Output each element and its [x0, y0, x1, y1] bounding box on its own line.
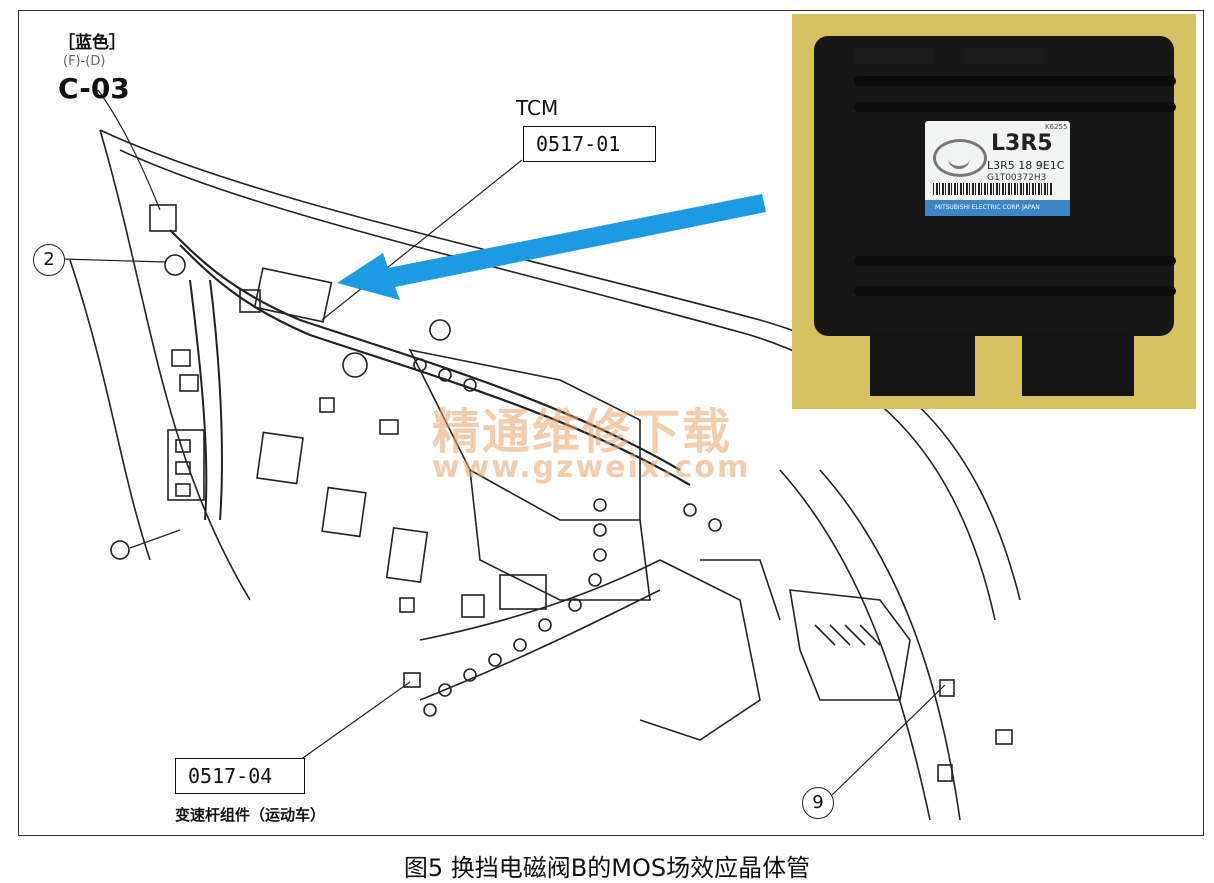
module-lip	[964, 48, 1044, 64]
module-rib	[854, 102, 1176, 112]
tcm-label-sticker: L3R5 K6255 L3R5 18 9E1C G1T00372H3 MITSU…	[925, 121, 1070, 216]
module-connector-left	[870, 334, 975, 396]
module-rib	[854, 256, 1176, 266]
figure-frame	[18, 10, 1204, 836]
connector-color-label: ［蓝色］	[58, 33, 126, 53]
module-connector-right	[1022, 334, 1134, 396]
tcm-photo: L3R5 K6255 L3R5 18 9E1C G1T00372H3 MITSU…	[792, 14, 1196, 409]
module-lip	[854, 48, 934, 64]
sticker-part-number: L3R5 18 9E1C	[987, 159, 1065, 172]
sticker-serial: G1T00372H3	[987, 173, 1047, 183]
mazda-logo-icon	[933, 139, 987, 177]
watermark-title: 精通维修下载	[432, 404, 733, 460]
shift-part-box: 0517-04	[175, 758, 305, 794]
connector-code-label: C-03	[58, 72, 130, 105]
sticker-model: L3R5	[991, 131, 1053, 156]
blue-arrow-icon	[337, 194, 766, 300]
watermark-url: www.gzweix.com	[432, 450, 751, 485]
callout-2: 2	[33, 244, 65, 276]
barcode	[933, 183, 1053, 195]
tcm-label: TCM	[516, 96, 559, 120]
tcm-part-box: 0517-01	[523, 126, 656, 162]
module-rib	[854, 76, 1176, 86]
shift-lever-label: 变速杆组件（运动车）	[175, 806, 326, 824]
connector-pins-label: (F)-(D)	[63, 54, 106, 69]
sticker-small-code: K6255	[1045, 123, 1068, 131]
figure-caption: 图5 换挡电磁阀B的MOS场效应晶体管	[403, 854, 811, 882]
sticker-maker: MITSUBISHI ELECTRIC CORP. JAPAN	[925, 200, 1070, 216]
module-rib	[854, 286, 1176, 296]
callout-9: 9	[802, 787, 834, 819]
